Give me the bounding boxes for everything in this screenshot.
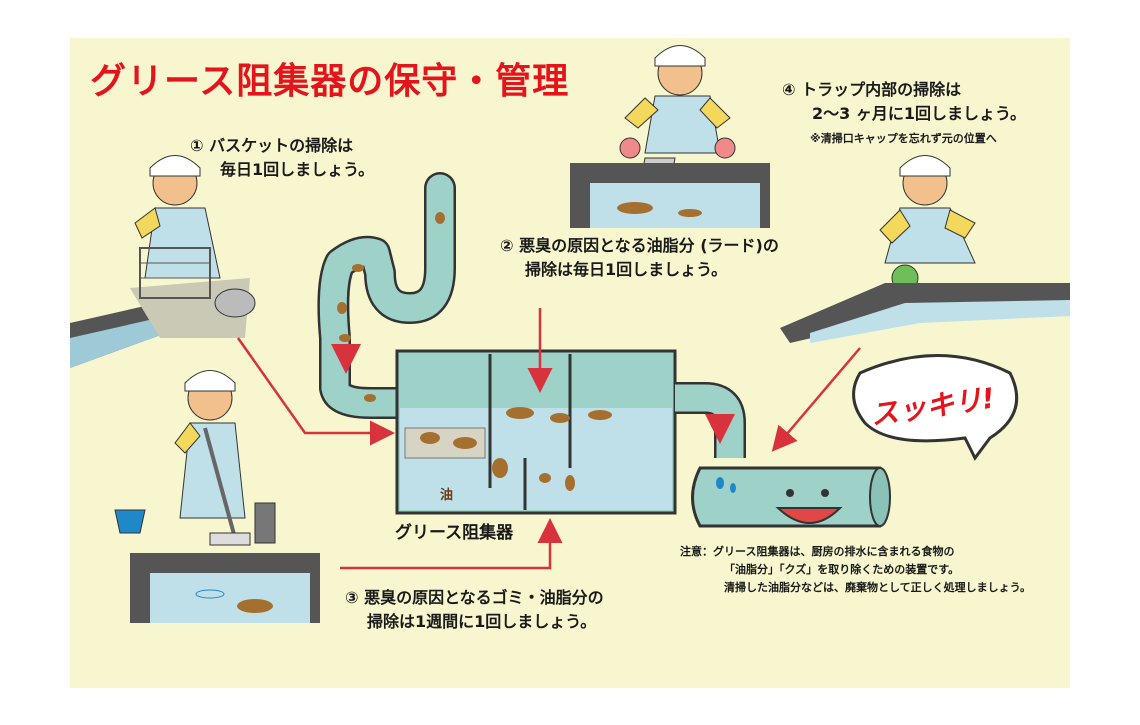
step4-line2: 2〜3 ヶ月に1回しましょう。	[812, 104, 1027, 123]
step2-line2: 掃除は毎日1回しましょう。	[525, 260, 728, 279]
step2-label: ② 悪臭の原因となる油脂分 (ラード)の 掃除は毎日1回しましょう。	[500, 234, 779, 282]
step1-label: ① バスケットの掃除は 毎日1回しましょう。	[190, 134, 374, 182]
speech-bubble	[852, 354, 1019, 461]
note-line2: 「油脂分」「クズ」を取り除くための装置です。	[724, 563, 960, 576]
inflow-pipe	[317, 172, 456, 419]
note-line1: 注意：グリース阻集器は、厨房の排水に含まれる食物の	[680, 545, 955, 558]
step4-label: ④ トラップ内部の掃除は 2〜3 ヶ月に1回しましょう。	[782, 78, 1026, 126]
step1-line2: 毎日1回しましょう。	[220, 160, 375, 179]
step3-line2: 掃除は1週間に1回しましょう。	[367, 612, 597, 631]
worker-cap-icon	[879, 155, 976, 308]
step3-line1: ③ 悪臭の原因となるゴミ・油脂分の	[345, 588, 604, 607]
step3-label: ③ 悪臭の原因となるゴミ・油脂分の 掃除は1週間に1回しましょう。	[345, 586, 604, 634]
floor-pit-top	[570, 163, 770, 228]
illustration	[70, 45, 1070, 623]
page-title: グリース阻集器の保守・管理	[90, 61, 570, 102]
worker-basket-icon	[130, 155, 256, 338]
diagram-panel: グリース阻集器の保守・管理 ① バスケットの掃除は 毎日1回しましょう。 ② 悪…	[70, 38, 1070, 688]
note-line3: 清掃した油脂分などは、廃棄物として正しく処理しましょう。	[724, 581, 1032, 594]
grease-trap-tank	[395, 349, 677, 515]
callout-arrows	[236, 308, 861, 570]
step2-line1: ② 悪臭の原因となる油脂分 (ラード)の	[500, 236, 779, 255]
trap-label: グリース阻集器	[395, 523, 514, 543]
step4-note: ※清掃口キャップを忘れず元の位置へ	[810, 132, 997, 145]
floor-pit-bottom	[130, 553, 320, 623]
oil-label: 油	[440, 488, 454, 503]
outflow-pipe	[675, 382, 891, 528]
step4-line1: ④ トラップ内部の掃除は	[782, 80, 962, 99]
caution-note: 注意：グリース阻集器は、厨房の排水に含まれる食物の 「油脂分」「クズ」を取り除く…	[680, 543, 1031, 597]
floor-pit-right	[780, 283, 1070, 343]
worker-mop-icon	[114, 370, 276, 546]
step1-line1: ① バスケットの掃除は	[190, 136, 354, 155]
